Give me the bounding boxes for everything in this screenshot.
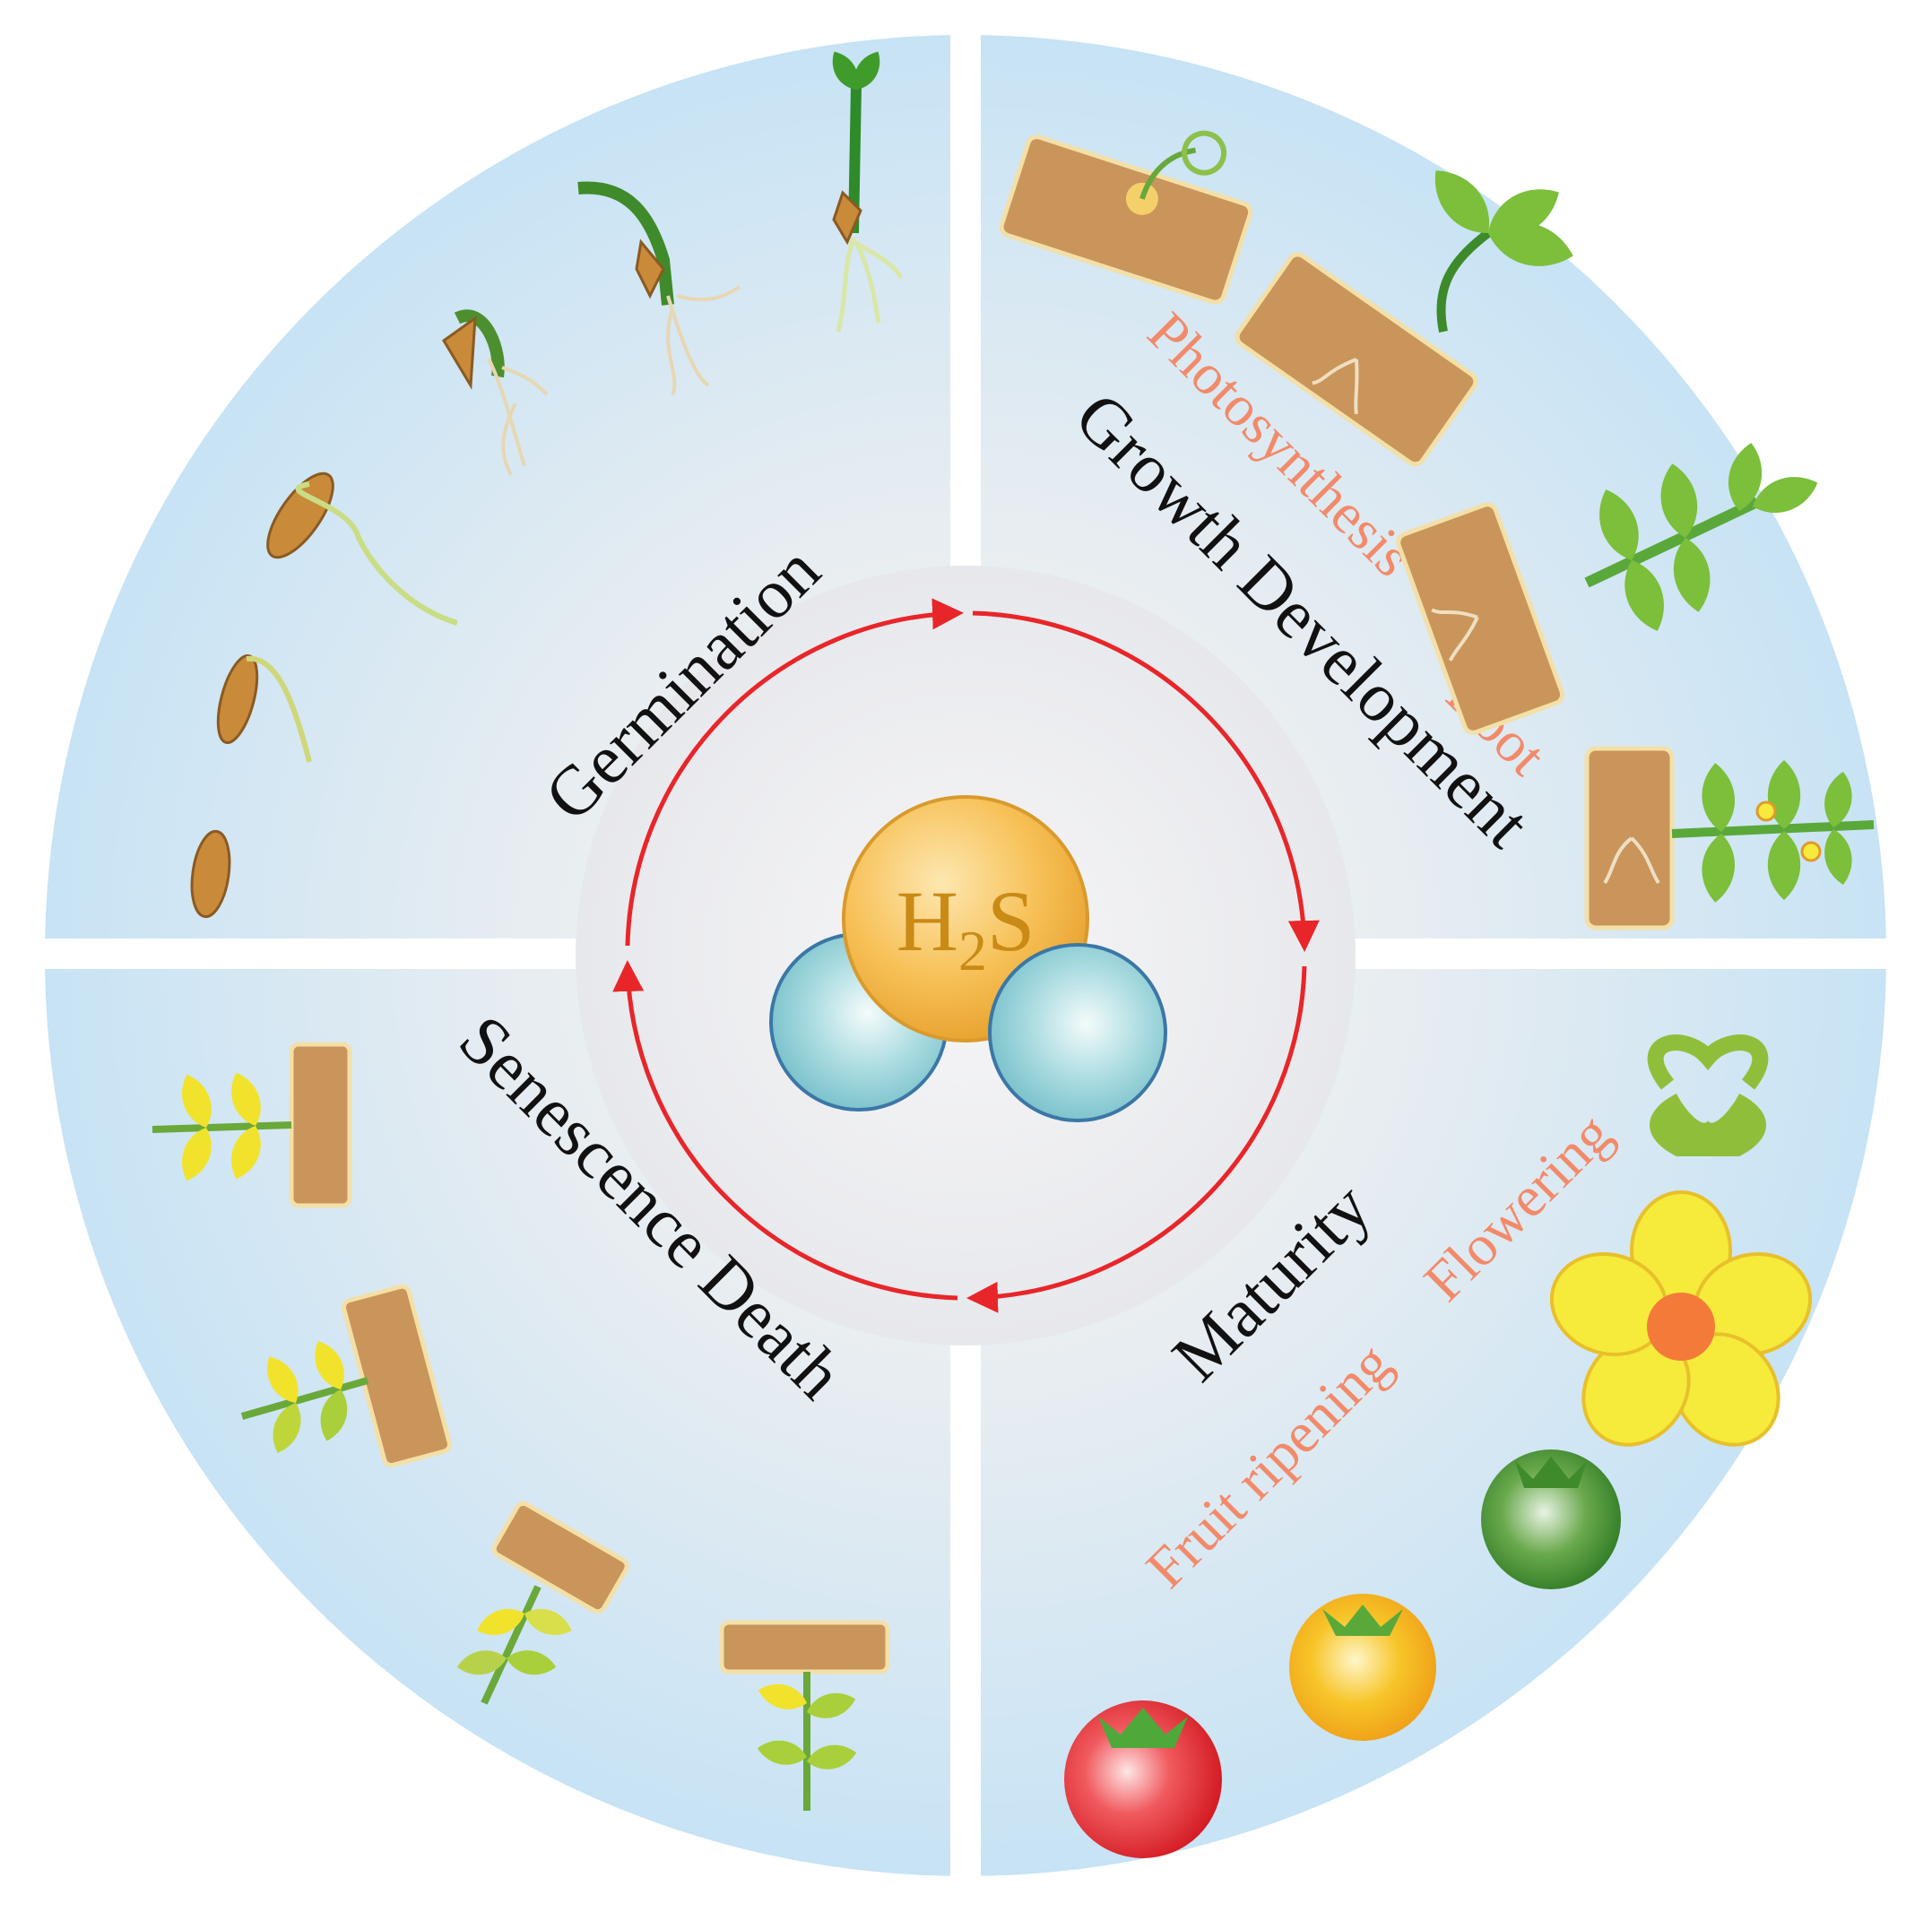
h2s-molecule: H2S bbox=[769, 795, 1167, 1122]
flower-icon bbox=[1549, 1190, 1813, 1447]
green-fruit-icon bbox=[1481, 1449, 1621, 1589]
sprouting-seed-icon bbox=[266, 472, 458, 626]
cycle-arrows bbox=[612, 598, 1320, 1313]
yellowing-plant-icon bbox=[152, 1042, 352, 1208]
arrow-right bbox=[972, 610, 1320, 952]
arrow-bottom bbox=[966, 965, 1307, 1313]
red-fruit-icon bbox=[1064, 1700, 1222, 1858]
molecule-label: H2S bbox=[897, 873, 1035, 982]
arrow-top bbox=[625, 598, 964, 947]
wilting-plant-icon bbox=[455, 1501, 629, 1705]
young-plant-icon bbox=[1421, 158, 1579, 333]
yellow-fruit-icon bbox=[1289, 1594, 1436, 1741]
soil-block-icon bbox=[1396, 502, 1565, 735]
soil-block-icon bbox=[999, 130, 1253, 305]
soil-block-icon bbox=[1235, 252, 1478, 467]
seedling-icon bbox=[577, 181, 741, 395]
germination-illustrations bbox=[190, 46, 904, 919]
budding-plant-icon bbox=[1671, 760, 1875, 904]
seedling-icon bbox=[825, 46, 904, 333]
hydrogen-atom-right bbox=[988, 943, 1167, 1122]
seedling-icon bbox=[442, 309, 549, 476]
growth-illustrations bbox=[999, 130, 1875, 930]
growing-plant-icon bbox=[1584, 440, 1824, 637]
flower-bud-icon bbox=[1647, 1034, 1769, 1156]
seed-icon bbox=[190, 829, 231, 919]
soil-block-icon bbox=[1584, 746, 1675, 930]
dead-plant-icon bbox=[719, 1620, 890, 1811]
sprouting-seed-icon bbox=[216, 653, 312, 763]
senescence-illustrations bbox=[152, 1042, 890, 1811]
yellowing-plant-icon bbox=[240, 1284, 452, 1468]
arrow-left bbox=[612, 960, 958, 1301]
maturity-illustrations bbox=[1064, 1034, 1813, 1858]
